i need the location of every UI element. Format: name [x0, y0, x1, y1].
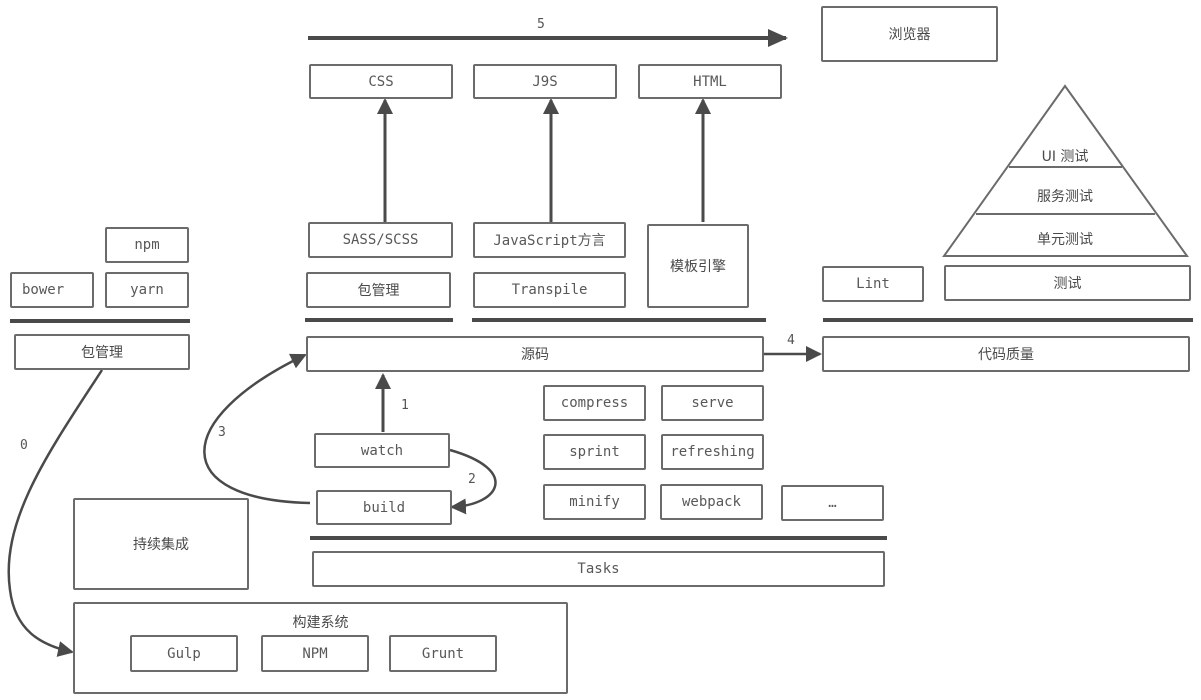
watch-box[interactable]: watch	[314, 433, 450, 468]
source-code-box[interactable]: 源码	[306, 336, 764, 372]
arrow-0-label: 0	[20, 438, 28, 453]
arrow-0	[7, 369, 104, 657]
pyramid-unit-test: 单元测试	[1037, 232, 1093, 248]
pyramid-service-test: 服务测试	[1037, 189, 1093, 205]
task-serve[interactable]: serve	[661, 385, 764, 421]
test-box[interactable]: 测试	[944, 265, 1191, 301]
code-quality-box[interactable]: 代码质量	[822, 336, 1190, 372]
js-dialect-box[interactable]: JavaScript方言	[473, 222, 626, 258]
task-more[interactable]: …	[781, 485, 884, 521]
ci-box[interactable]: 持续集成	[73, 498, 249, 590]
task-sprint[interactable]: sprint	[543, 434, 646, 470]
divider	[823, 318, 1193, 322]
bower-box[interactable]: bower	[10, 272, 94, 308]
transpile-box[interactable]: Transpile	[473, 272, 626, 308]
arrow-4-label: 4	[787, 333, 795, 348]
pyramid-ui-test: UI 测试	[1041, 149, 1089, 165]
arrow-3-label: 3	[218, 425, 226, 440]
divider	[472, 318, 766, 322]
browser-box[interactable]: 浏览器	[821, 6, 998, 62]
tool-npm[interactable]: NPM	[261, 635, 369, 672]
js-box[interactable]: J9S	[473, 64, 617, 99]
sass-box[interactable]: SASS/SCSS	[308, 222, 453, 258]
css-box[interactable]: CSS	[309, 64, 453, 99]
task-refreshing[interactable]: refreshing	[661, 434, 764, 470]
build-box[interactable]: build	[316, 490, 452, 525]
arrow-2-label: 2	[468, 472, 476, 487]
npm-box[interactable]: npm	[105, 227, 189, 263]
divider	[310, 536, 887, 540]
build-system-box[interactable]: 构建系统 Gulp NPM Grunt	[73, 602, 568, 694]
source-pkg-box[interactable]: 包管理	[306, 272, 451, 308]
arrow-5-label: 5	[537, 17, 545, 32]
yarn-box[interactable]: yarn	[105, 272, 189, 308]
package-mgmt-box[interactable]: 包管理	[14, 334, 190, 370]
tool-gulp[interactable]: Gulp	[130, 635, 238, 672]
divider	[10, 319, 190, 323]
task-webpack[interactable]: webpack	[660, 484, 763, 520]
arrow-2	[449, 448, 497, 515]
build-system-title: 构建系统	[292, 615, 349, 631]
lint-box[interactable]: Lint	[822, 266, 924, 302]
arrow-3	[203, 353, 311, 505]
task-minify[interactable]: minify	[543, 484, 646, 520]
tool-grunt[interactable]: Grunt	[389, 635, 497, 672]
divider	[305, 318, 453, 322]
template-engine-box[interactable]: 模板引擎	[647, 224, 749, 308]
arrow-1-label: 1	[401, 398, 409, 413]
html-box[interactable]: HTML	[638, 64, 782, 99]
tasks-box[interactable]: Tasks	[312, 551, 885, 587]
task-compress[interactable]: compress	[543, 385, 646, 421]
